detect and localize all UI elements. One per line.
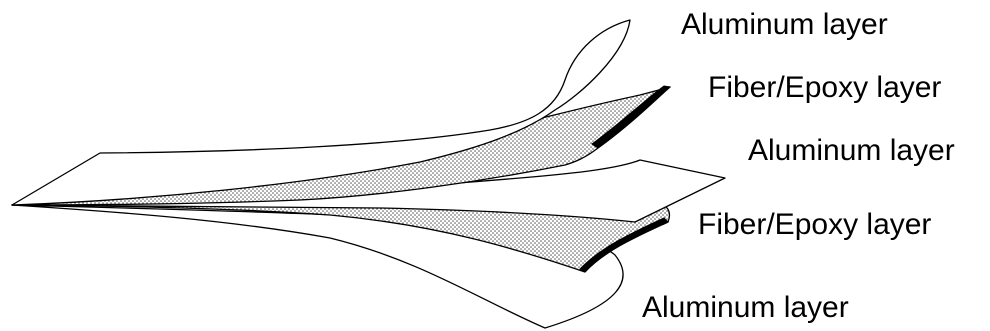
label-middle-aluminum-layer: Aluminum layer bbox=[748, 136, 955, 166]
label-bottom-aluminum-layer: Aluminum layer bbox=[642, 293, 849, 323]
label-upper-fiber-epoxy-layer: Fiber/Epoxy layer bbox=[708, 73, 941, 103]
label-lower-fiber-epoxy-layer: Fiber/Epoxy layer bbox=[698, 210, 931, 240]
label-top-aluminum-layer: Aluminum layer bbox=[681, 10, 888, 40]
